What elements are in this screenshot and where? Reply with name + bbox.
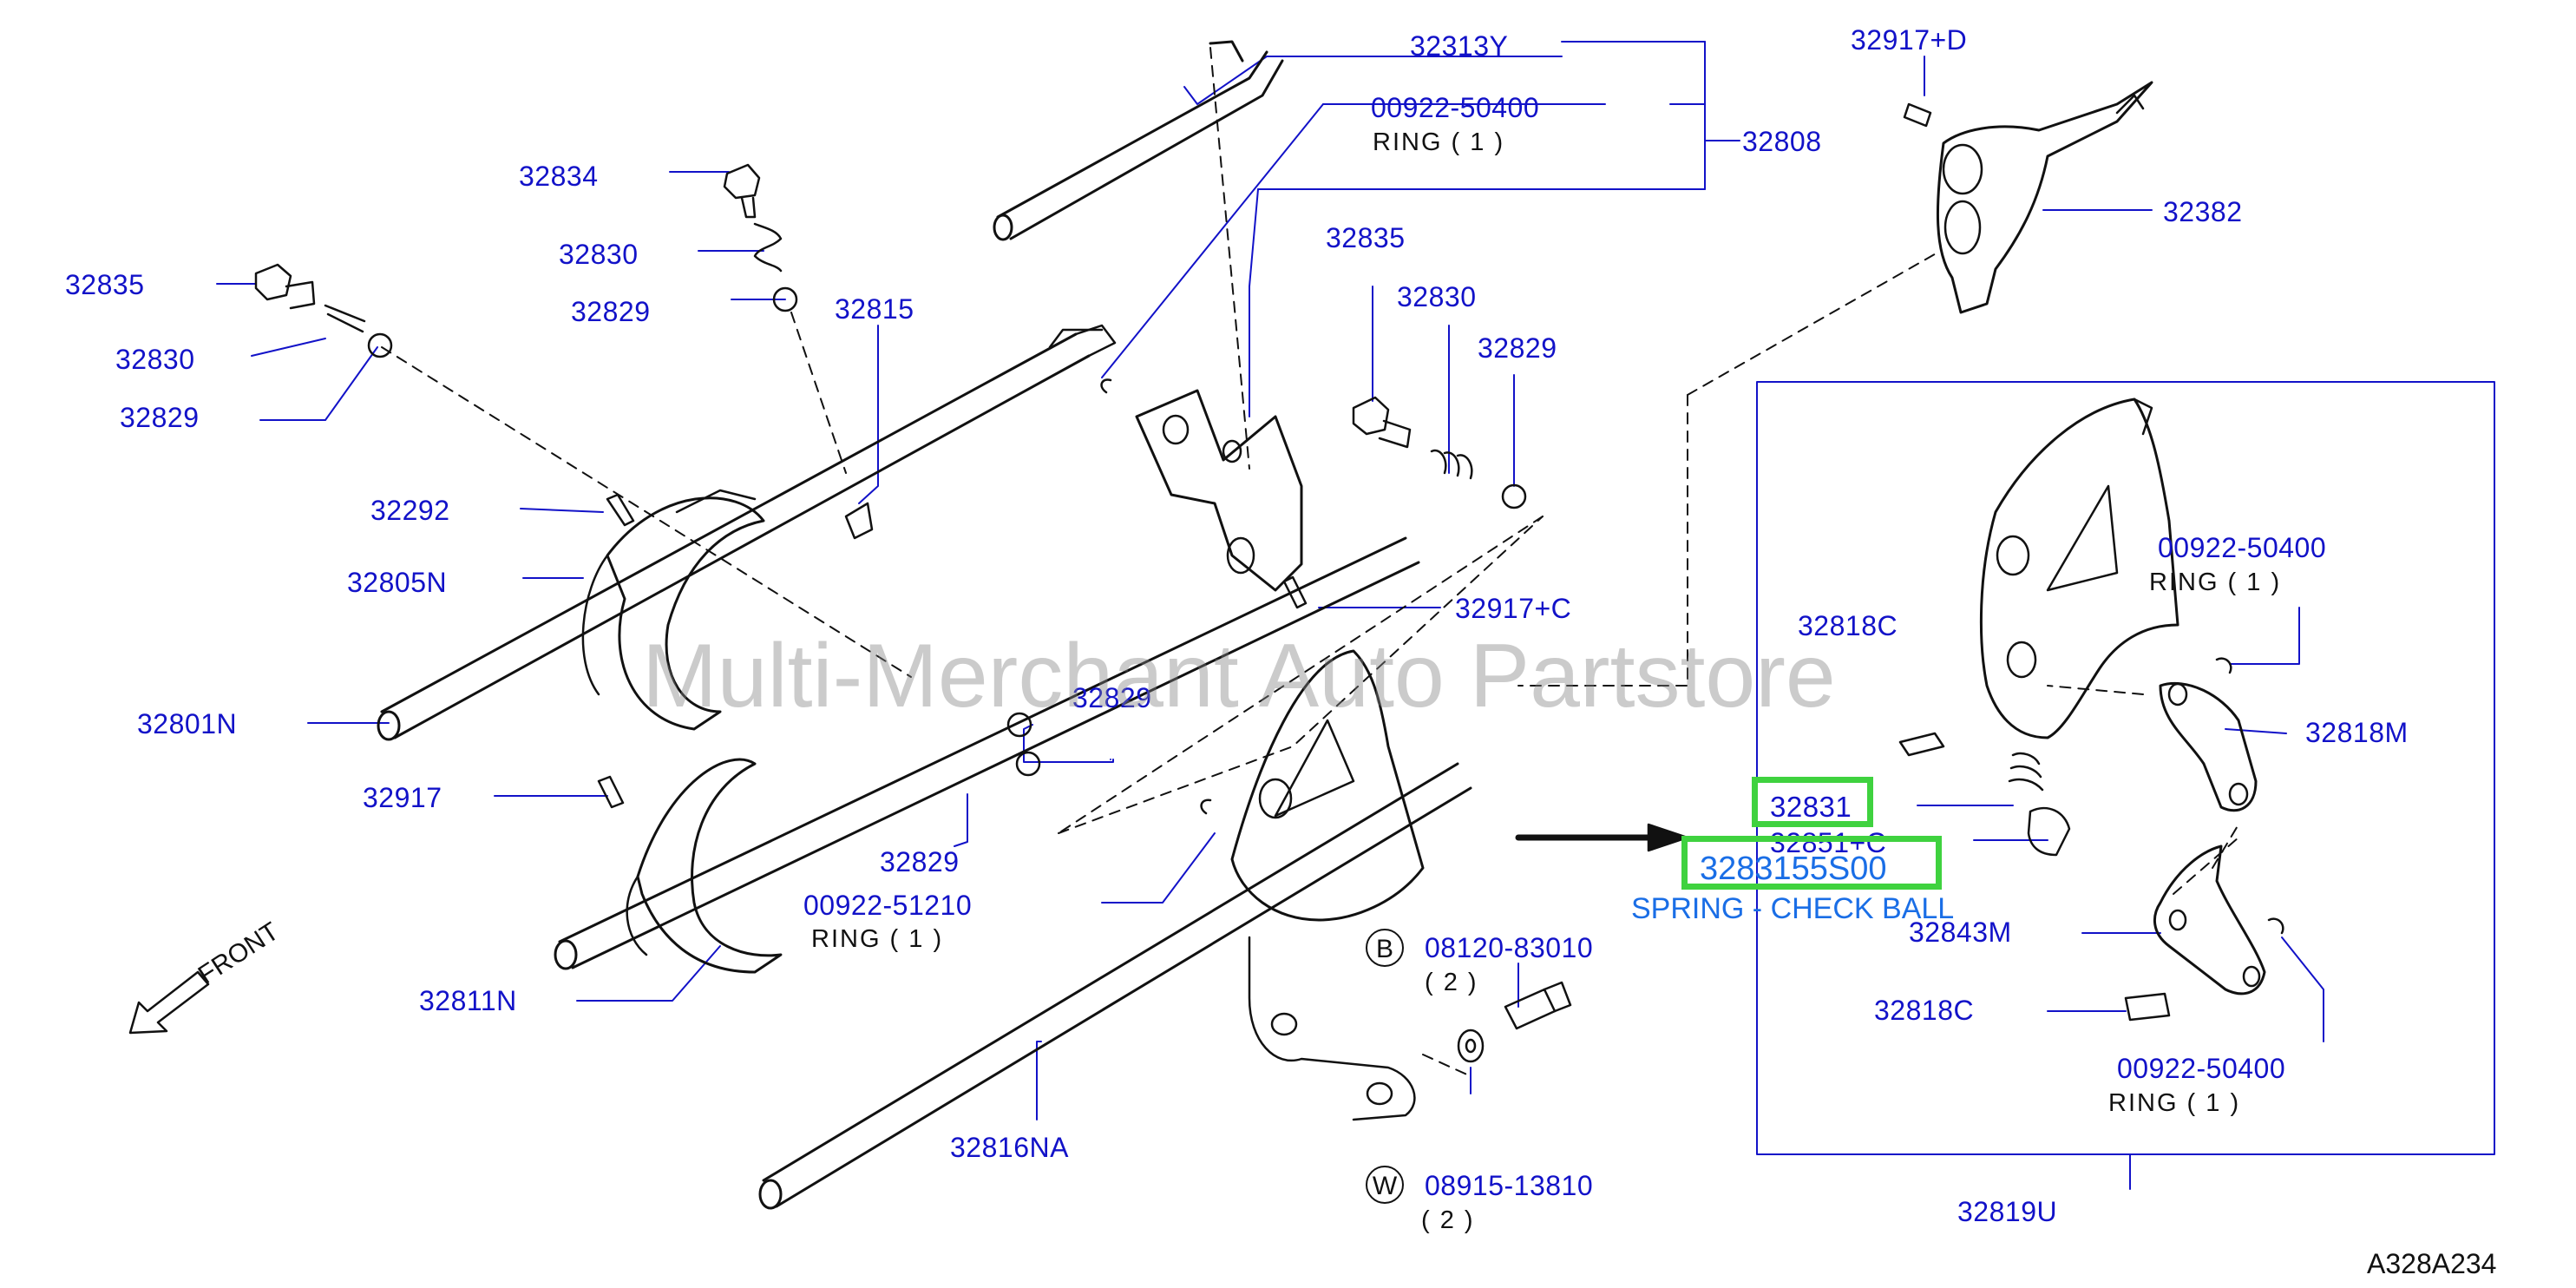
part-label-32917d[interactable]: 32917+D <box>1851 24 1968 56</box>
marker-b: B <box>1366 929 1404 967</box>
part-label-32835-mid[interactable]: 32835 <box>1326 222 1406 253</box>
part-label-32830-left[interactable]: 32830 <box>115 344 195 375</box>
part-label-08120-83010[interactable]: 08120-83010 <box>1425 932 1594 963</box>
part-label-32834[interactable]: 32834 <box>519 161 599 192</box>
part-label-32382[interactable]: 32382 <box>2163 196 2243 227</box>
part-label-32313y[interactable]: 32313Y <box>1410 30 1509 62</box>
ring-qty-box2: RING ( 1 ) <box>2108 1089 2241 1117</box>
full-part-number[interactable]: 3283155S00 <box>1700 851 1887 887</box>
part-label-32830-a[interactable]: 32830 <box>559 239 639 270</box>
part-label-32917[interactable]: 32917 <box>363 782 442 813</box>
highlight-box-32831[interactable]: 32831 <box>1752 777 1873 827</box>
part-label-32811n[interactable]: 32811N <box>419 985 517 1016</box>
part-label-32805n[interactable]: 32805N <box>347 567 448 598</box>
watermark: Multi-Merchant Auto Partstore <box>642 626 1836 726</box>
part-label-32829-a[interactable]: 32829 <box>571 296 651 327</box>
part-label-32818m[interactable]: 32818M <box>2305 717 2409 748</box>
ring-qty-box1: RING ( 1 ) <box>2149 568 2282 596</box>
part-label-00922-50400-box1[interactable]: 00922-50400 <box>2158 532 2327 563</box>
part-label-32818c-top[interactable]: 32818C <box>1798 610 1898 641</box>
part-label-32818c-bot[interactable]: 32818C <box>1874 995 1975 1026</box>
part-label-32819u[interactable]: 32819U <box>1957 1196 2058 1227</box>
part-label-00922-50400-top[interactable]: 00922-50400 <box>1371 92 1540 123</box>
part-label-00922-50400-box2[interactable]: 00922-50400 <box>2117 1053 2286 1084</box>
part-label-32815[interactable]: 32815 <box>835 293 914 325</box>
part-label-32830-mid[interactable]: 32830 <box>1397 281 1477 312</box>
part-description: SPRING - CHECK BALL <box>1631 892 1955 925</box>
part-label-32843m[interactable]: 32843M <box>1909 917 2012 948</box>
part-label-08915-13810[interactable]: 08915-13810 <box>1425 1170 1594 1201</box>
part-label-32851c[interactable]: 32851+C <box>1770 827 1887 858</box>
bolt-qty: ( 2 ) <box>1425 969 1478 996</box>
part-label-32808[interactable]: 32808 <box>1742 126 1822 157</box>
part-label-32835-left[interactable]: 32835 <box>65 269 145 300</box>
part-label-32292[interactable]: 32292 <box>370 495 450 526</box>
part-label-00922-51210[interactable]: 00922-51210 <box>803 890 973 921</box>
highlight-box-3283155s00[interactable]: 3283155S00 <box>1681 836 1942 890</box>
part-label-32831[interactable]: 32831 <box>1770 791 1852 823</box>
part-label-32917c[interactable]: 32917+C <box>1455 593 1572 624</box>
part-label-32829-mid[interactable]: 32829 <box>1478 332 1557 364</box>
ring-qty-51210: RING ( 1 ) <box>811 925 944 953</box>
part-label-32829-c[interactable]: 32829 <box>1072 682 1152 713</box>
part-label-32829-d[interactable]: 32829 <box>880 846 960 877</box>
part-label-32816na[interactable]: 32816NA <box>950 1132 1069 1163</box>
part-label-32829-left[interactable]: 32829 <box>120 402 200 433</box>
part-label-32801n[interactable]: 32801N <box>137 708 238 739</box>
washer-qty: ( 2 ) <box>1421 1206 1475 1234</box>
marker-w: W <box>1366 1166 1404 1204</box>
ring-qty-top: RING ( 1 ) <box>1373 128 1505 156</box>
diagram-reference: A328A234 <box>2367 1248 2497 1279</box>
